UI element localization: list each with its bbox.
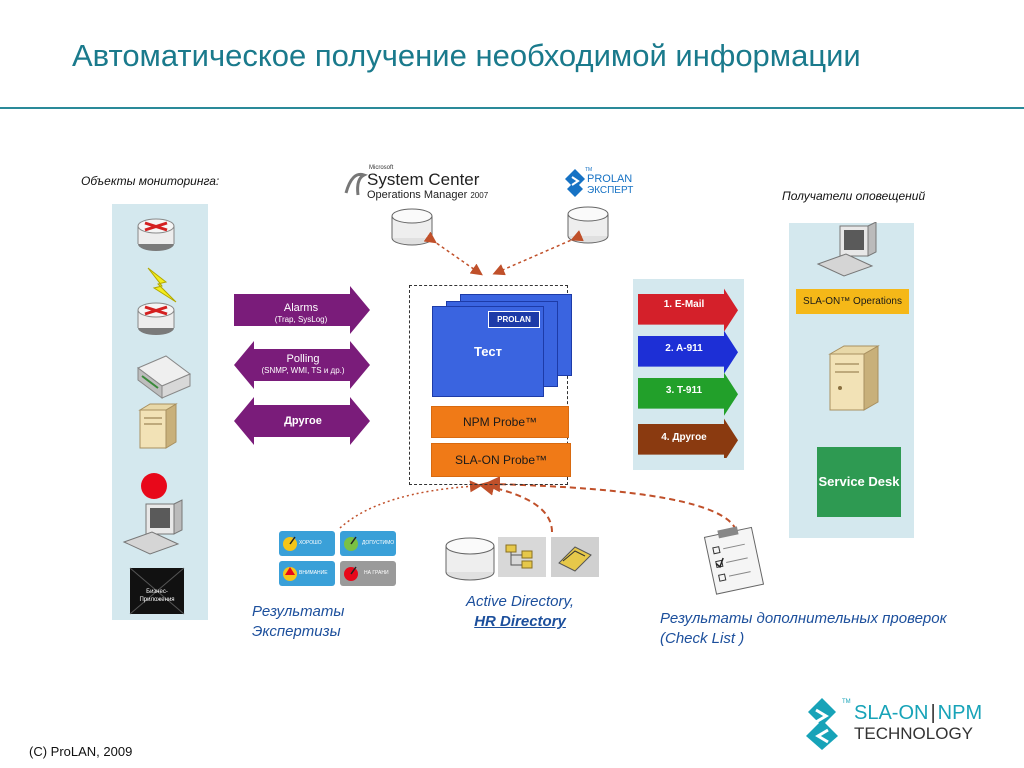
- sla-on-logo-icon: [806, 698, 838, 750]
- gauge-good: ХОРОШО: [279, 531, 335, 556]
- alarms-text: Alarms (Trap, SysLog): [236, 302, 366, 326]
- sla-on-npm-logo: TM SLA-ON|NPM TECHNOLOGY: [800, 696, 1000, 754]
- gauge-acceptable: ДОПУСТИМО: [340, 531, 396, 556]
- alarm-indicator-icon: [141, 473, 167, 499]
- alarms-label: Alarms: [283, 302, 319, 314]
- business-apps-label: Бизнес-Приложения: [139, 589, 175, 603]
- expertise-connector: [339, 480, 482, 529]
- checklist-caption-line1: Результаты дополнительных проверок: [660, 610, 947, 627]
- scom-line1: System Center: [367, 170, 480, 189]
- expertise-caption: Результаты Экспертизы: [252, 602, 344, 642]
- scom-line2-text: Operations Manager: [367, 189, 468, 201]
- scom-connector: [423, 231, 483, 276]
- email-arrow: [638, 288, 738, 332]
- copyright: (C) ProLAN, 2009: [29, 744, 133, 759]
- checklist-caption-line2: (Check List ): [660, 630, 745, 647]
- prolan-line1: PROLAN: [587, 173, 633, 185]
- ad-database-icon: [445, 537, 495, 581]
- alarms-sub: (Trap, SysLog): [274, 315, 328, 324]
- prolan-expert-logo: TM PROLAN ЭКСПЕРТ: [563, 167, 653, 201]
- alarms-arrow: [234, 286, 370, 334]
- gauge-critical: НА ГРАНИ: [340, 561, 396, 586]
- email-label: 1. E-Mail: [663, 299, 705, 310]
- t911-label: 3. T-911: [665, 385, 703, 396]
- recipients-label: Получатели оповещений: [782, 189, 926, 203]
- scom-year: 2007: [470, 191, 489, 200]
- gauge-attention-label: ВНИМАНИЕ: [299, 570, 328, 576]
- a911-arrow: [638, 330, 738, 374]
- ad-console-icon: [551, 537, 599, 577]
- service-desk: Service Desk: [817, 447, 901, 517]
- workstation-icon: [122, 499, 183, 555]
- checklist-caption: Результаты дополнительных проверок (Chec…: [660, 609, 947, 649]
- polling-arrow: [234, 341, 370, 389]
- monitoring-objects-panel: Бизнес-Приложения: [112, 204, 208, 620]
- link-icon: [147, 267, 177, 303]
- business-apps-icon: [129, 567, 185, 615]
- checklist-connector: [484, 476, 737, 531]
- polling-text: Polling (SNMP, WMI, TS и др.): [236, 353, 370, 377]
- sla-on-probe: SLA-ON Probe™: [431, 443, 571, 477]
- logo-tm: TM: [842, 699, 851, 705]
- logo-top-line: SLA-ON|NPM: [854, 702, 983, 724]
- logo-technology: TECHNOLOGY: [854, 724, 974, 743]
- gauge-acceptable-label: ДОПУСТИМО: [362, 540, 395, 546]
- scom-microsoft-text: Microsoft: [369, 165, 394, 171]
- a911-label: 2. A-911: [665, 343, 703, 354]
- router-icon: [137, 218, 175, 251]
- ad-caption: Active Directory, HR Directory: [466, 592, 574, 632]
- scom-line2: Operations Manager 2007: [367, 189, 488, 201]
- logo-sla-on: SLA-ON: [854, 702, 929, 724]
- prolan-badge: PROLAN: [488, 311, 540, 328]
- t911-arrow: [638, 372, 738, 416]
- polling-label: Polling: [286, 353, 320, 365]
- hr-directory-link[interactable]: HR Directory: [474, 613, 566, 630]
- polling-sub: (SNMP, WMI, TS и др.): [261, 366, 345, 375]
- scom-logo: Microsoft System Center Operations Manag…: [342, 165, 502, 205]
- sla-on-operations: SLA-ON™ Operations: [796, 289, 909, 314]
- other-notify-label: 4. Другое: [661, 432, 707, 443]
- notification-arrows: [638, 288, 738, 458]
- test-label: Тест: [474, 344, 502, 359]
- prolan-line2: ЭКСПЕРТ: [587, 185, 634, 196]
- checklist-icon: [703, 526, 765, 595]
- gauge-critical-label: НА ГРАНИ: [364, 570, 389, 576]
- ad-tree-icon: [498, 537, 546, 577]
- prolan-tm: TM: [585, 167, 593, 173]
- npm-probe: NPM Probe™: [431, 406, 569, 438]
- test-card-front: PROLAN Тест: [432, 306, 544, 397]
- server-icon: [138, 403, 178, 449]
- title-divider: [0, 107, 1024, 109]
- page-title: Автоматическое получение необходимой инф…: [72, 38, 861, 73]
- gauge-attention: ВНИМАНИЕ: [279, 561, 335, 586]
- gauge-good-label: ХОРОШО: [299, 540, 322, 546]
- expertise-caption-line2: Экспертизы: [252, 623, 341, 640]
- switch-icon: [137, 355, 191, 399]
- other-input-label: Другое: [284, 415, 322, 427]
- scom-logo-icon: [344, 172, 368, 196]
- logo-npm: NPM: [937, 702, 983, 724]
- scom-database-icon: [391, 208, 433, 246]
- expertise-caption-line1: Результаты: [252, 603, 345, 620]
- prolan-connector: [492, 230, 584, 276]
- recipient-workstation-icon: [816, 222, 877, 277]
- other-input-arrow: [234, 397, 370, 445]
- ad-caption-line1: Active Directory,: [466, 593, 575, 610]
- monitoring-objects-label: Объекты мониторинга:: [81, 174, 220, 188]
- recipient-server-icon: [828, 345, 880, 411]
- core-container: [409, 285, 568, 485]
- other-notify-arrow: [638, 418, 738, 458]
- ad-connector: [478, 479, 553, 533]
- router-icon: [137, 302, 175, 335]
